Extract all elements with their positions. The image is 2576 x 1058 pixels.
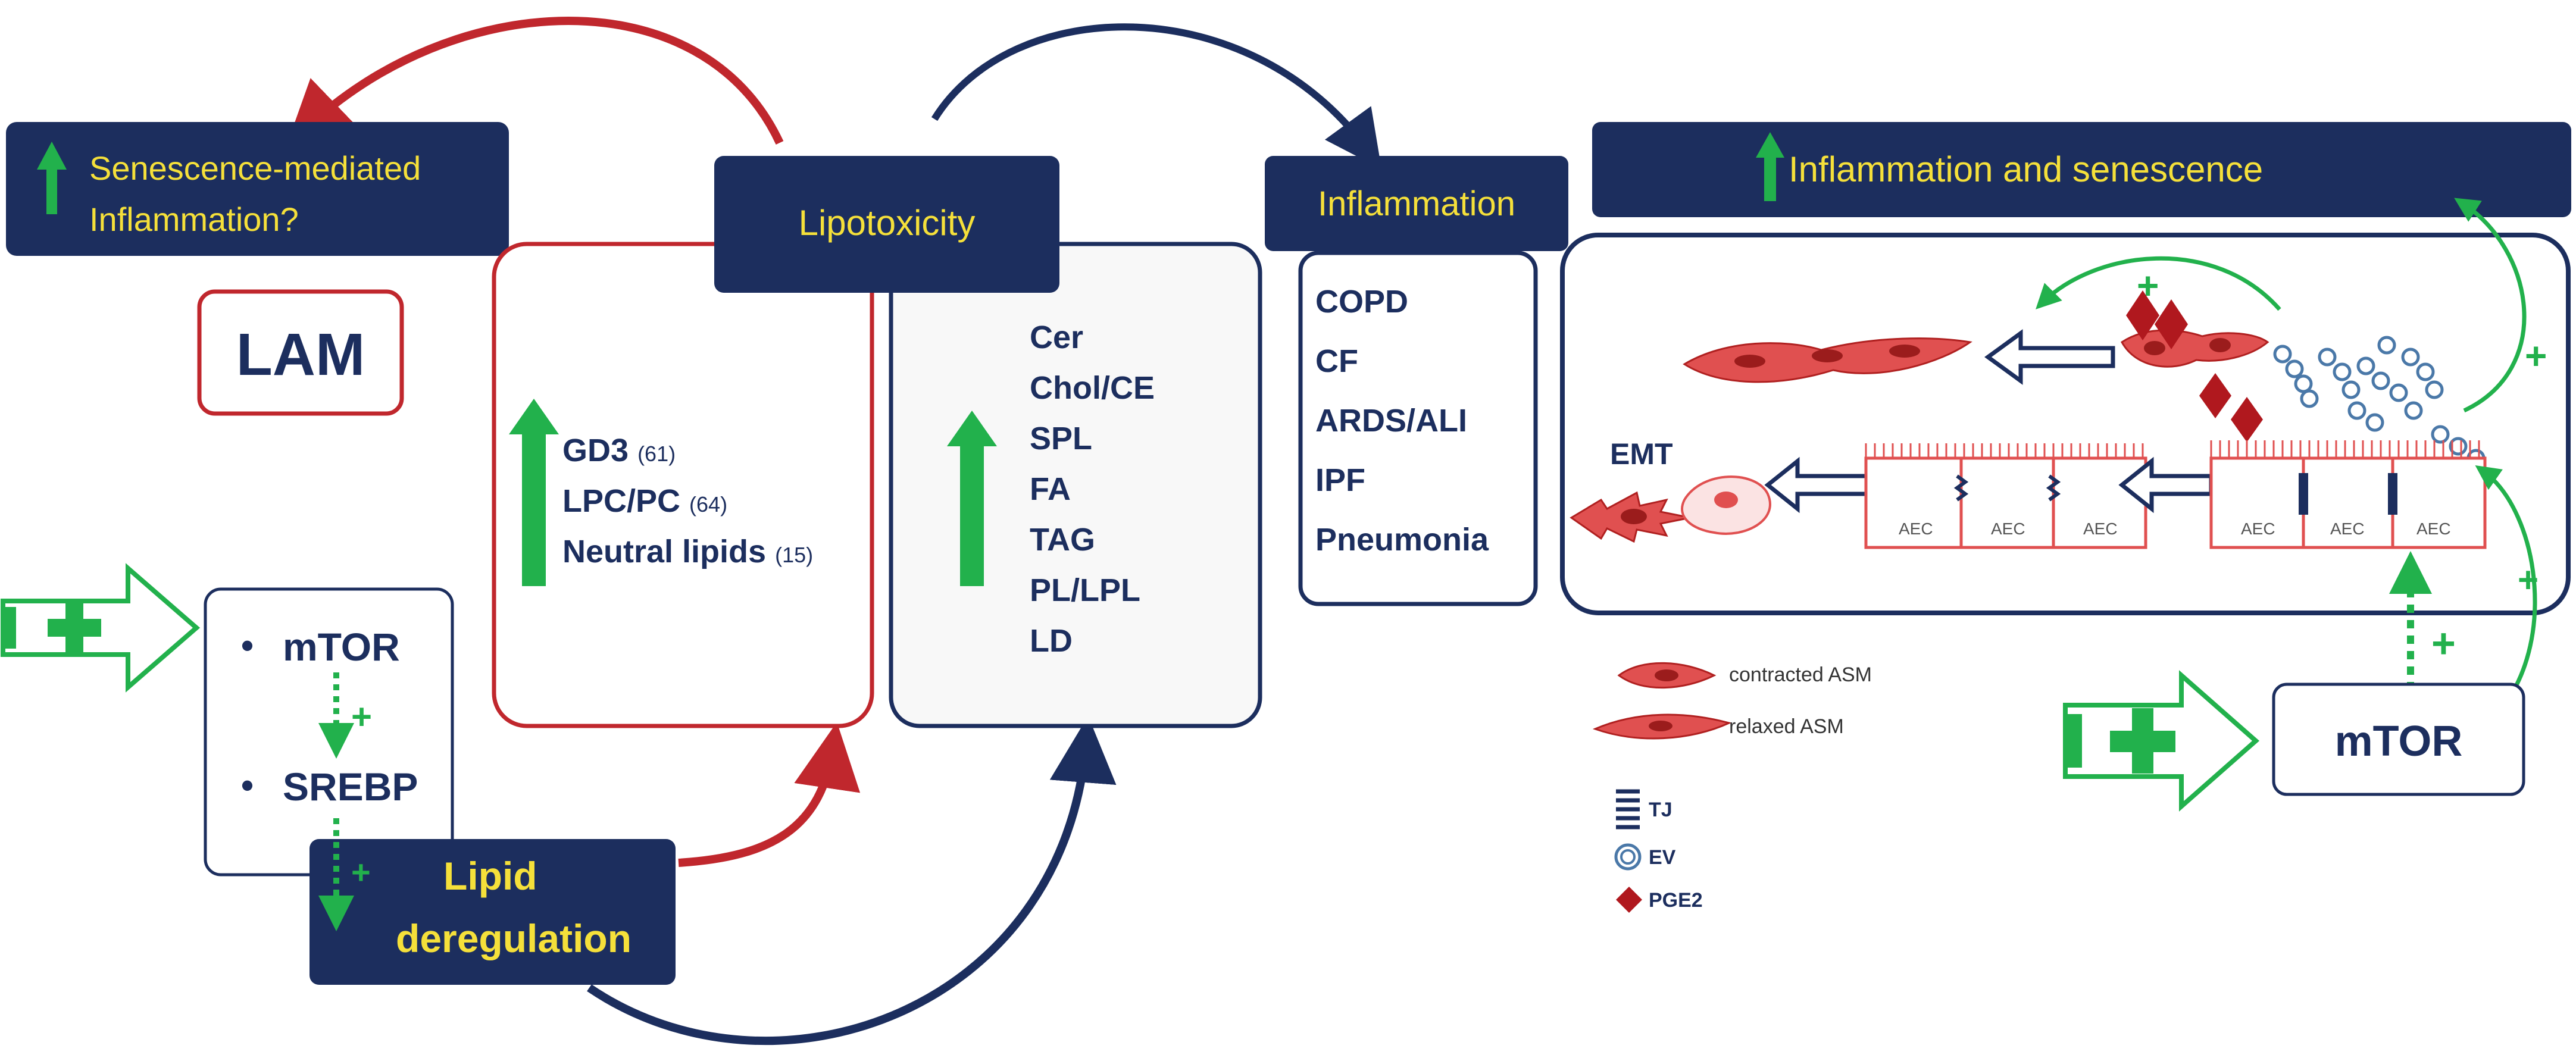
lipid-item: Chol/CE xyxy=(1030,370,1155,406)
legend-pge2-icon xyxy=(1616,887,1642,913)
lipid-deregulation-box xyxy=(310,839,676,985)
hollow-left-arrow-icon xyxy=(2118,456,2214,514)
lipid-item: SPL xyxy=(1030,421,1092,456)
pge2-diamonds xyxy=(2126,290,2263,442)
legend-contracted-asm-icon xyxy=(1617,662,1717,689)
lipid-dereg-to-lipids-arrow xyxy=(587,716,1117,1046)
plus-sign: + xyxy=(2525,334,2547,377)
senescence-inflammation-header xyxy=(6,122,509,256)
lipotoxicity-to-lam-arrow xyxy=(285,17,784,149)
lipid-item: LD xyxy=(1030,623,1073,659)
legend-contracted-asm: contracted ASM xyxy=(1729,663,1872,686)
up-arrow-icon xyxy=(37,142,67,214)
inflammation-senescence-header xyxy=(1592,122,2571,217)
emt-cells xyxy=(1570,475,1771,543)
legend-relaxed-asm-icon xyxy=(1592,713,1732,740)
feedback-arrow-to-asm xyxy=(2036,256,2281,311)
legend-ev: EV xyxy=(1649,846,1676,869)
legend-pge2: PGE2 xyxy=(1649,889,1703,912)
lipotoxicity-to-inflammation-arrow xyxy=(931,23,1382,170)
hollow-left-arrow-icon xyxy=(1764,456,1871,514)
ev-vesicles xyxy=(2273,336,2486,468)
mtor-right-box xyxy=(2272,683,2525,796)
lam-box xyxy=(197,289,404,416)
legend-tj-icon xyxy=(1616,789,1640,830)
inflammation-title: Inflammation xyxy=(1318,184,1515,223)
contracted-asm-cells xyxy=(2121,329,2269,368)
disease-item: IPF xyxy=(1315,462,1365,498)
srebp-label: SREBP xyxy=(283,765,418,809)
lipids-up-arrow-icon xyxy=(947,411,997,586)
aec-label: AEC xyxy=(2416,519,2451,538)
aec-label: AEC xyxy=(1899,519,1933,538)
lipotoxicity-title: Lipotoxicity xyxy=(799,203,976,243)
aec-label: AEC xyxy=(2083,519,2118,538)
lipid-item: FA xyxy=(1030,471,1071,507)
drug-block-arrow-right xyxy=(2063,670,2260,812)
lipotoxicity-title-box xyxy=(714,156,1059,293)
lipid-dereg-line1: Lipid xyxy=(443,854,537,898)
lipid-item: Cer xyxy=(1030,320,1083,355)
aec-group-middle xyxy=(1864,443,2147,549)
lam-lipids-box xyxy=(492,242,874,728)
senescence-header-line2: Inflammation? xyxy=(89,201,299,238)
lam-lipid-row: GD3 (61) xyxy=(562,433,676,468)
disease-item: Pneumonia xyxy=(1315,522,1489,558)
legend-relaxed-asm: relaxed ASM xyxy=(1729,715,1844,738)
disease-item: COPD xyxy=(1315,284,1408,320)
up-arrow-icon xyxy=(1756,132,1784,201)
plus-sign: + xyxy=(2518,560,2539,600)
lam-label: LAM xyxy=(236,321,365,388)
lipids-box xyxy=(889,242,1262,728)
drug-block-arrow-left xyxy=(1,563,201,693)
bullet: • xyxy=(241,625,254,665)
lam-lipid-row: LPC/PC (64) xyxy=(562,483,727,519)
aec-label: AEC xyxy=(2330,519,2365,538)
diseases-box xyxy=(1298,251,1538,606)
emt-label: EMT xyxy=(1610,437,1673,471)
bullet: • xyxy=(241,765,254,805)
plus-sign: + xyxy=(351,853,371,891)
mtor-right-label: mTOR xyxy=(2335,718,2463,765)
mtor-label: mTOR xyxy=(283,625,400,669)
disease-item: ARDS/ALI xyxy=(1315,403,1467,439)
inflammation-senescence-title: Inflammation and senescence xyxy=(1789,149,2263,189)
lam-lipids-up-arrow-icon xyxy=(509,399,559,586)
lipid-item: PL/LPL xyxy=(1030,572,1140,608)
feedback-arrow-to-header xyxy=(2454,198,2527,413)
plus-sign: + xyxy=(2431,620,2456,666)
lipid-dereg-line2: deregulation xyxy=(396,916,632,960)
relaxed-asm-cells xyxy=(1683,337,1972,383)
lam-lipid-row: Neutral lipids (15) xyxy=(562,534,813,569)
aec-label: AEC xyxy=(2241,519,2275,538)
senescence-panel xyxy=(1560,233,2571,615)
inflammation-title-box xyxy=(1265,156,1568,251)
legend-tj: TJ xyxy=(1649,799,1672,821)
aec-group-right xyxy=(2209,440,2487,549)
legend-ev-icon xyxy=(1614,843,1642,871)
disease-item: CF xyxy=(1315,343,1358,379)
hollow-left-arrow-icon xyxy=(1984,329,2115,385)
aec-label: AEC xyxy=(1991,519,2025,538)
lipid-dereg-to-lam-lipids-arrow xyxy=(678,722,861,867)
lipid-item: TAG xyxy=(1030,522,1095,558)
senescence-header-line1: Senescence-mediated xyxy=(89,149,421,187)
plus-sign: + xyxy=(351,697,372,737)
